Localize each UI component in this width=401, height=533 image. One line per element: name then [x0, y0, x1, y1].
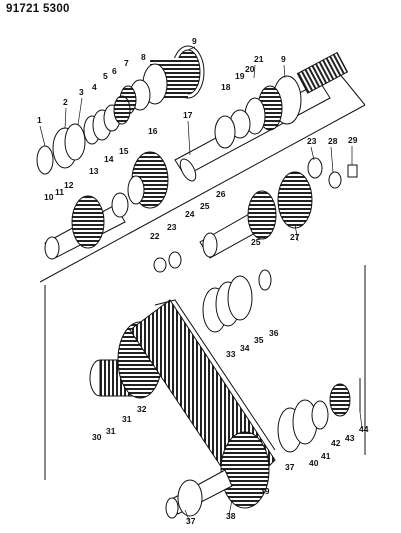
- callout-35: 35: [254, 335, 264, 345]
- callout-8: 8: [141, 52, 146, 62]
- callout-17: 17: [183, 110, 193, 120]
- callout-37-left: 37: [186, 516, 196, 526]
- callout-42: 42: [331, 438, 341, 448]
- callout-18: 18: [221, 82, 231, 92]
- bearing-stack-upper: [202, 269, 272, 333]
- callout-40: 40: [309, 458, 319, 468]
- callout-25-lower: 25: [251, 237, 261, 247]
- callout-24: 24: [185, 209, 195, 219]
- leader-lines: [39, 46, 363, 521]
- callout-38: 38: [226, 511, 236, 521]
- callout-22: 22: [150, 231, 160, 241]
- callout-39: 39: [260, 486, 270, 496]
- countershaft-front: [44, 151, 169, 260]
- callout-31-right: 31: [122, 414, 132, 424]
- callout-13: 13: [89, 166, 99, 176]
- callout-14: 14: [104, 154, 114, 164]
- catalog-number: 91721 5300: [6, 3, 70, 15]
- callout-30: 30: [92, 432, 102, 442]
- callout-27: 27: [290, 232, 300, 242]
- driven-sprocket: [165, 431, 270, 519]
- callout-12: 12: [64, 180, 74, 190]
- callout-41: 41: [321, 451, 331, 461]
- callout-44: 44: [359, 424, 369, 434]
- callout-36: 36: [269, 328, 279, 338]
- gear-9-right: [214, 75, 302, 149]
- callout-labels: 1 2 3 4 5 6 7 8 9 9 10 11 12 13 14 15 16…: [37, 36, 369, 526]
- callout-3: 3: [79, 87, 84, 97]
- callout-43: 43: [345, 433, 355, 443]
- callout-37-right: 37: [285, 462, 295, 472]
- callout-15: 15: [119, 146, 129, 156]
- callout-10: 10: [44, 192, 54, 202]
- upper-frame: [39, 104, 366, 283]
- upper-assembly: [36, 45, 366, 283]
- callout-21: 21: [254, 54, 264, 64]
- gear-9-upper: [119, 45, 205, 115]
- lower-assembly: [44, 265, 366, 519]
- callout-1: 1: [37, 115, 42, 125]
- callout-6: 6: [112, 66, 117, 76]
- callout-9-right: 9: [281, 54, 286, 64]
- callout-16: 16: [148, 126, 158, 136]
- callout-23-right: 23: [307, 136, 317, 146]
- callout-11: 11: [55, 187, 64, 197]
- callout-28: 28: [328, 136, 338, 146]
- input-parts: [36, 95, 131, 175]
- callout-7: 7: [124, 58, 129, 68]
- callout-4: 4: [92, 82, 97, 92]
- callout-9-upper: 9: [192, 36, 197, 46]
- callout-33: 33: [226, 349, 236, 359]
- callout-20: 20: [245, 64, 255, 74]
- callout-19: 19: [235, 71, 245, 81]
- callout-31-left: 31: [106, 426, 116, 436]
- bearing-stack-lower: [277, 378, 361, 453]
- callout-23-left: 23: [167, 222, 177, 232]
- callout-5: 5: [103, 71, 108, 81]
- callout-2: 2: [63, 97, 68, 107]
- callout-26: 26: [216, 189, 226, 199]
- callout-29: 29: [348, 135, 358, 145]
- callout-34: 34: [240, 343, 250, 353]
- countershaft-rear: [153, 157, 358, 273]
- callout-32: 32: [137, 404, 147, 414]
- callout-25-upper: 25: [200, 201, 210, 211]
